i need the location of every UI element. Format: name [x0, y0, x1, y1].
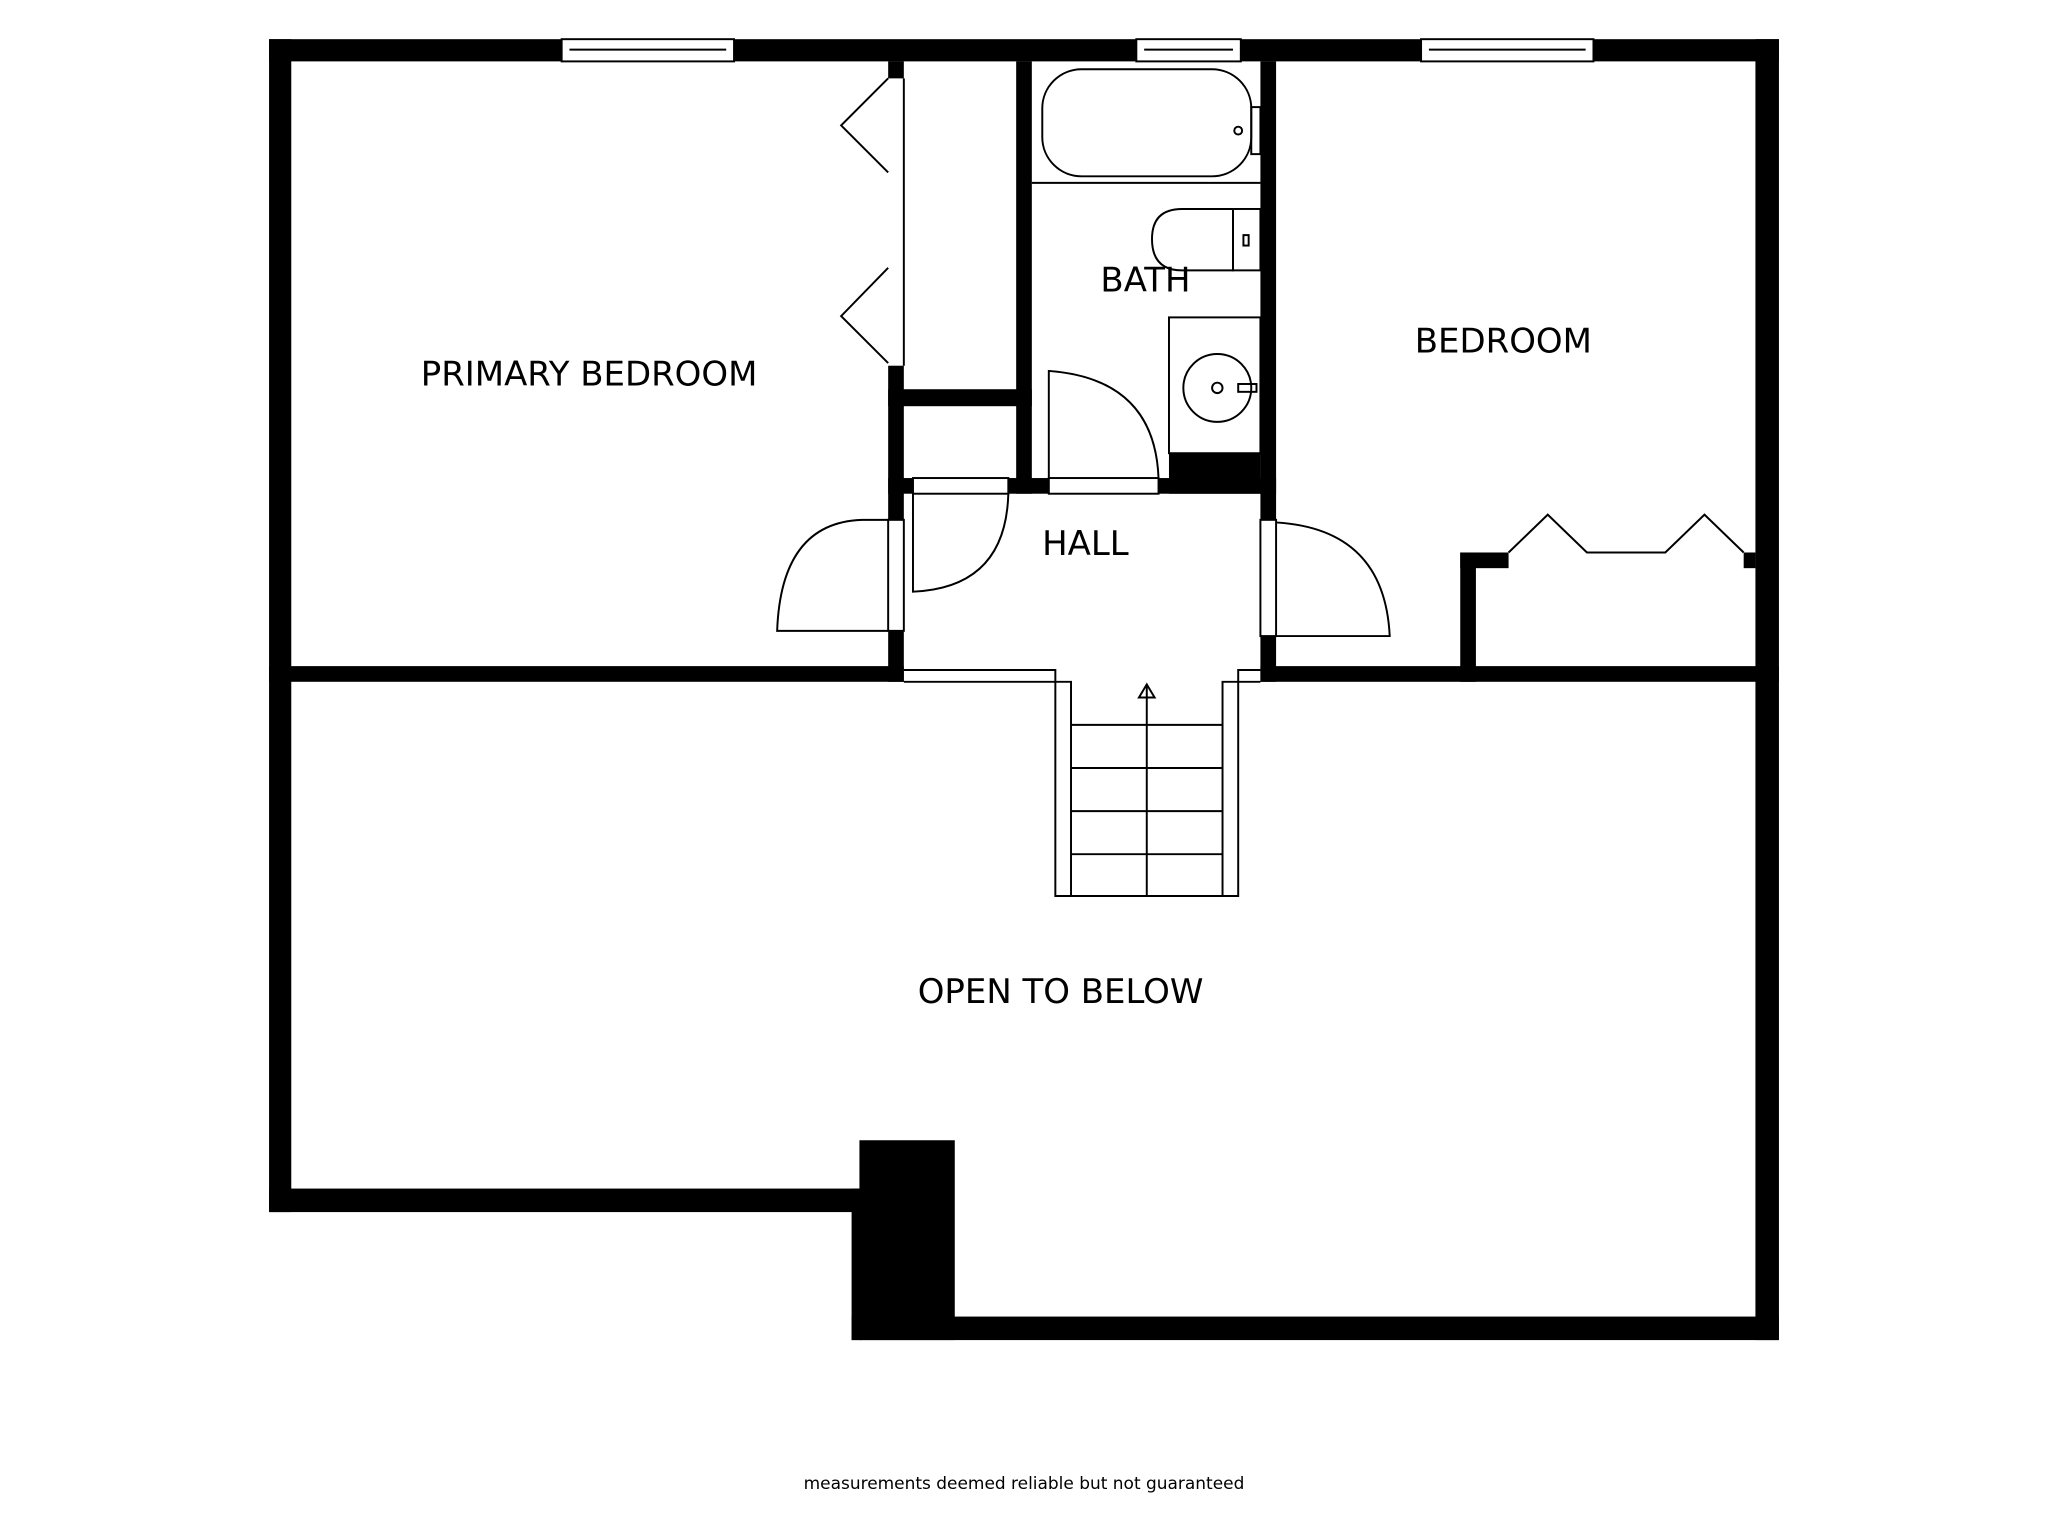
- room-label-bedroom: BEDROOM: [1415, 322, 1592, 362]
- doors: [776, 77, 1745, 638]
- room-label-primary-bedroom: PRIMARY BEDROOM: [421, 354, 758, 394]
- stair-direction-arrow-icon: [1137, 682, 1157, 699]
- bath-fixtures: [1031, 68, 1262, 455]
- room-label-hall: HALL: [1042, 524, 1129, 564]
- room-label-bath: BATH: [1100, 260, 1190, 300]
- windows: [560, 38, 1595, 63]
- room-label-open-to-below: OPEN TO BELOW: [918, 972, 1204, 1012]
- walls: [269, 39, 1779, 1341]
- staircase: [903, 669, 1261, 897]
- disclaimer-text: measurements deemed reliable but not gua…: [804, 1474, 1245, 1494]
